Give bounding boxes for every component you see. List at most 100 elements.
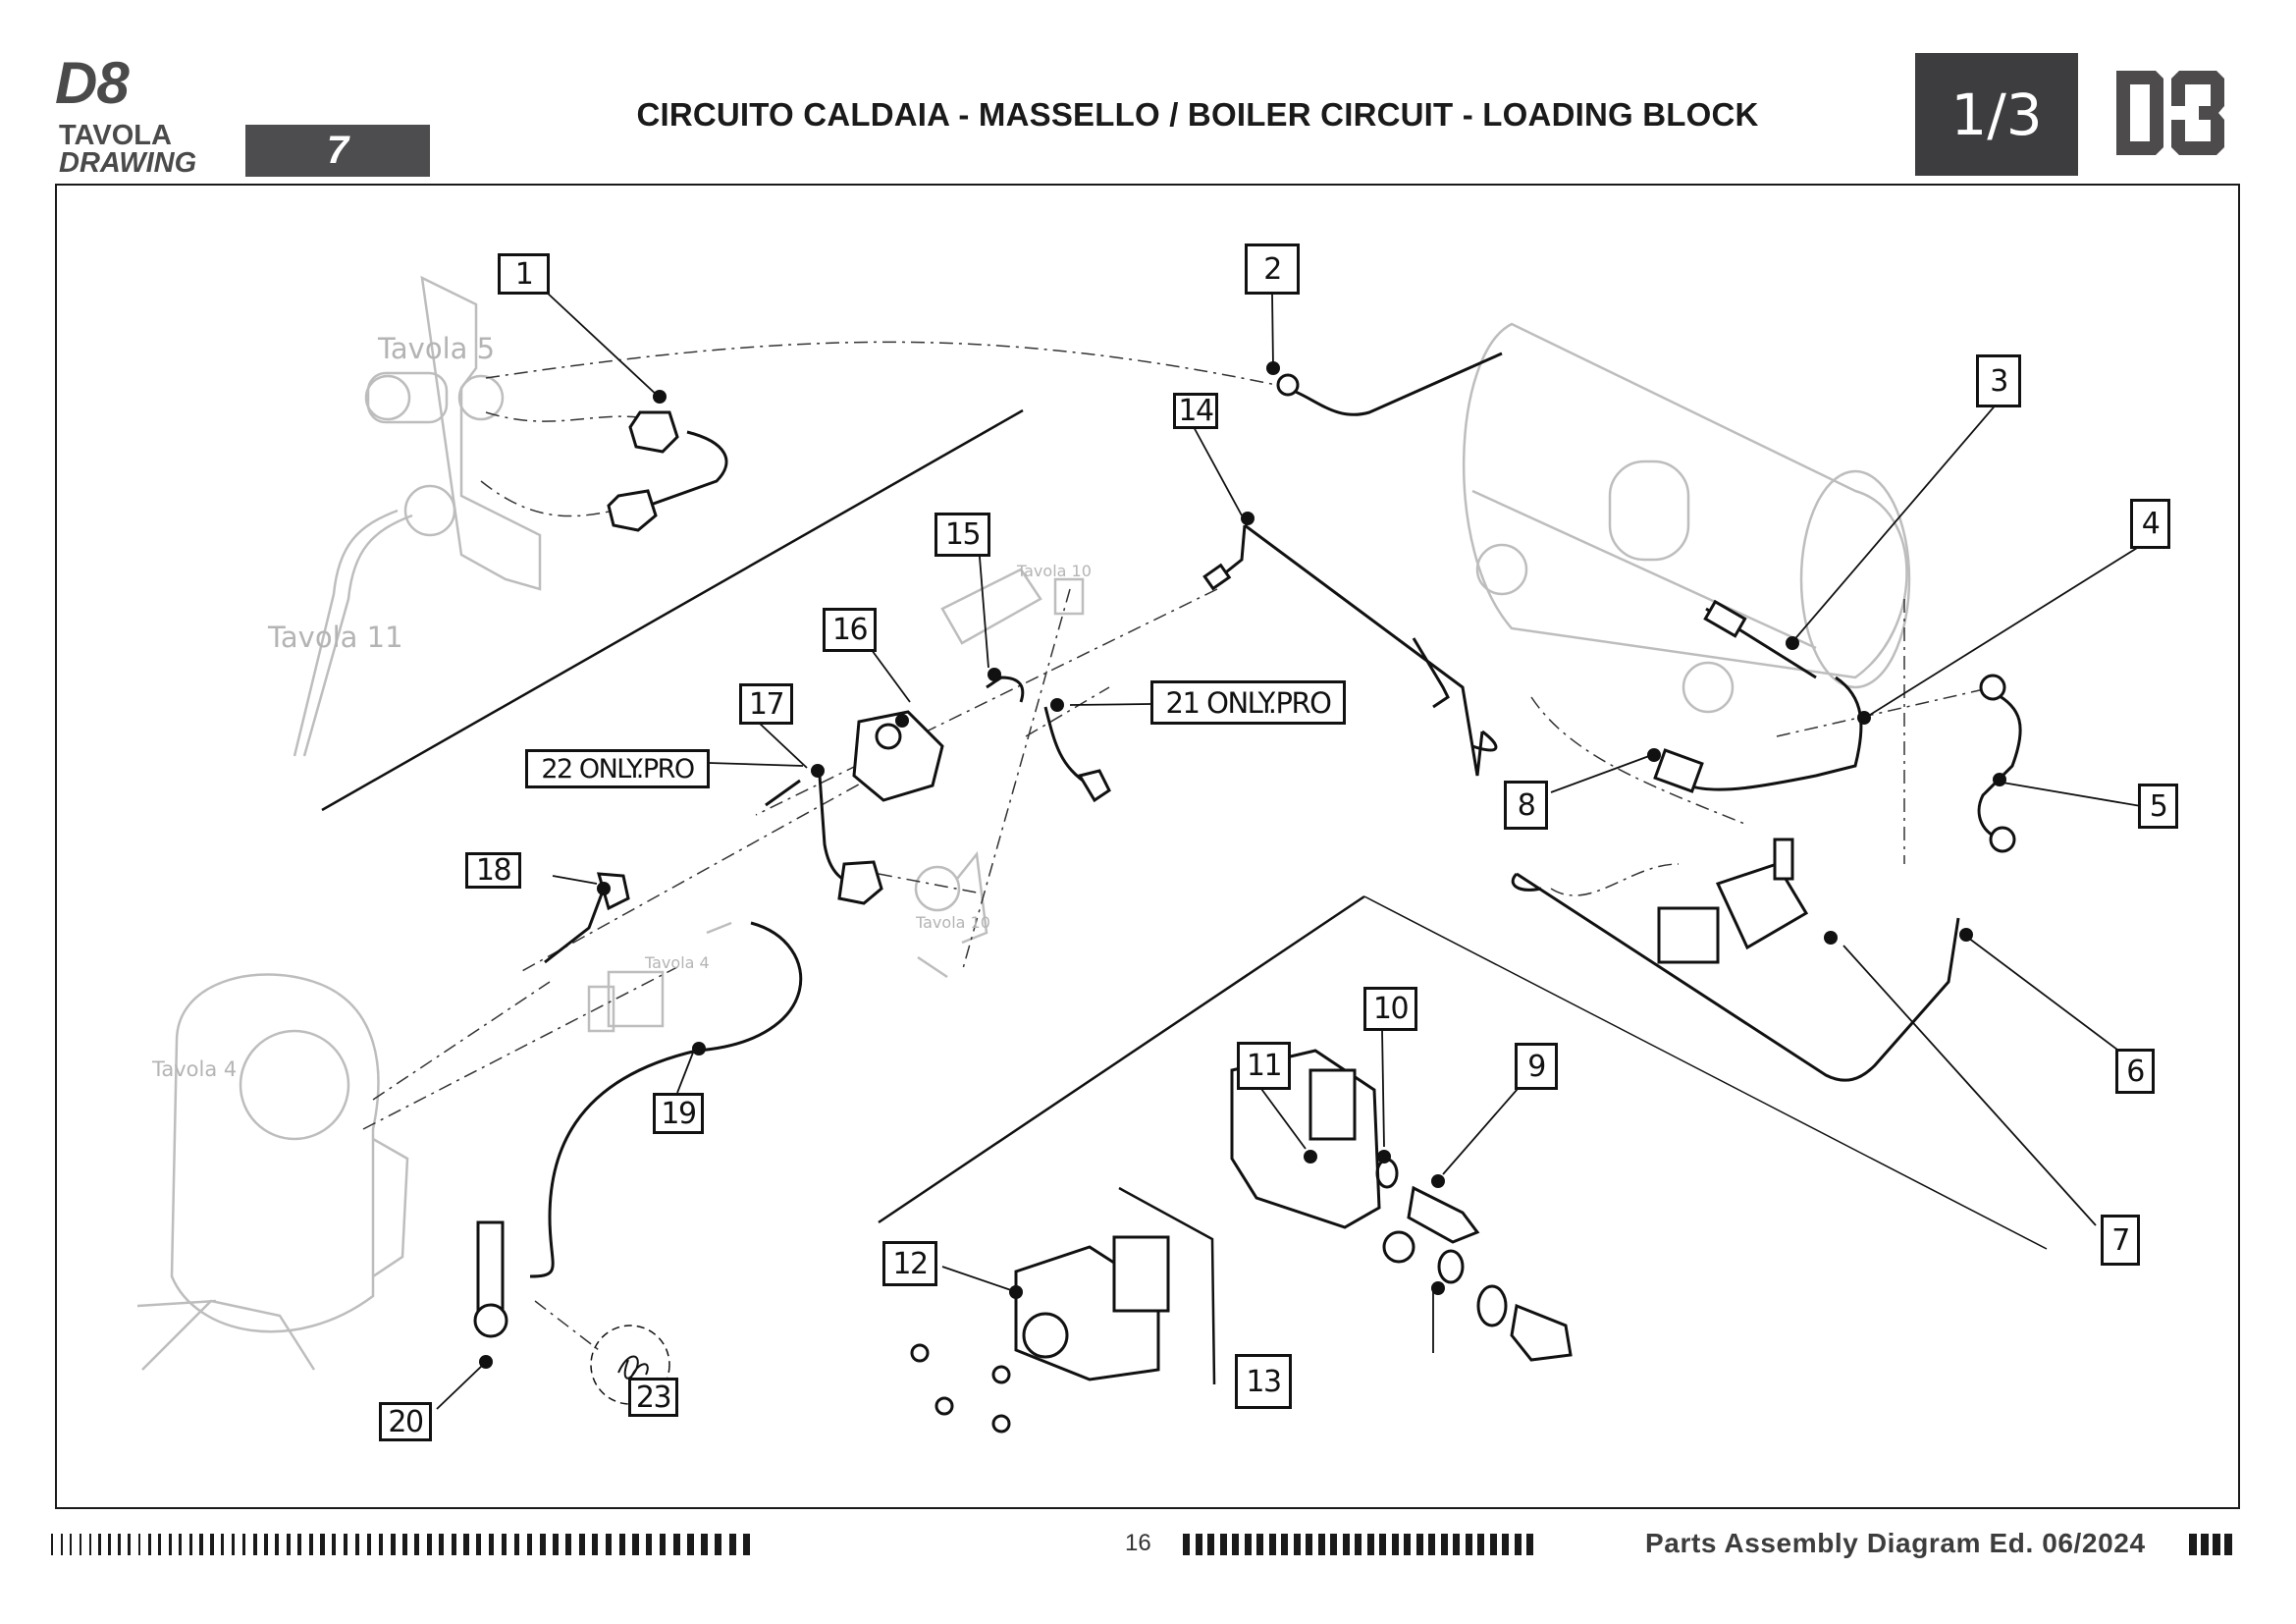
footer-bar xyxy=(2224,1534,2232,1555)
decorative-bars-right xyxy=(2189,1534,2236,1555)
footer-bar xyxy=(179,1534,183,1555)
callout-21-only-pro: 21 ONLY.PRO xyxy=(1150,680,1346,725)
primary-parts xyxy=(473,352,2022,1434)
callout-8: 8 xyxy=(1504,781,1548,830)
footer-bar xyxy=(128,1534,132,1555)
footer-bar xyxy=(743,1534,751,1555)
callout-3: 3 xyxy=(1976,354,2021,407)
drawing-number: 7 xyxy=(326,129,349,172)
footer-bar xyxy=(672,1534,680,1555)
footer-bar xyxy=(565,1534,572,1555)
footer-bar xyxy=(2213,1534,2220,1555)
leader-lines xyxy=(436,290,2151,1410)
assembly-dash-lines xyxy=(362,341,1994,1351)
footer-bar xyxy=(1415,1534,1423,1555)
footer-bar xyxy=(513,1534,520,1555)
footer-bar xyxy=(320,1534,325,1555)
callout-11: 11 xyxy=(1237,1042,1291,1090)
callout-19: 19 xyxy=(653,1093,704,1134)
footer-bar xyxy=(1453,1534,1460,1555)
d8-logo-icon xyxy=(2116,71,2224,155)
callout-20: 20 xyxy=(379,1402,432,1441)
footer-bar xyxy=(1355,1534,1362,1555)
footer-bar xyxy=(378,1534,384,1555)
footer-bar xyxy=(1219,1534,1227,1555)
footer-bar xyxy=(1330,1534,1337,1555)
footer-bar xyxy=(60,1534,63,1555)
callout-7: 7 xyxy=(2101,1215,2140,1266)
model-name: D8 xyxy=(55,50,130,116)
footer-bar xyxy=(1465,1534,1472,1555)
drawing-frame xyxy=(55,184,2240,1509)
ref-label-tavola-4-right: Tavola 4 xyxy=(645,953,710,972)
footer-bar xyxy=(188,1534,192,1555)
callout-13: 13 xyxy=(1235,1354,1292,1409)
footer-bar xyxy=(264,1534,268,1555)
footer-bar xyxy=(168,1534,172,1555)
footer-bar xyxy=(402,1534,407,1555)
footer-bar xyxy=(1342,1534,1350,1555)
drawing-label: DRAWING xyxy=(59,147,197,179)
footer-bar xyxy=(108,1534,111,1555)
footer-bar xyxy=(308,1534,313,1555)
footer-bar xyxy=(526,1534,533,1555)
footer-bar xyxy=(2189,1534,2197,1555)
footer-bar xyxy=(286,1534,291,1555)
footer-bar xyxy=(118,1534,121,1555)
footer-bar xyxy=(539,1534,546,1555)
ref-label-tavola-11: Tavola 11 xyxy=(268,621,403,654)
footer-bar xyxy=(1477,1534,1484,1555)
footer-bar xyxy=(199,1534,203,1555)
footer-bar xyxy=(1232,1534,1239,1555)
footer-bar xyxy=(147,1534,151,1555)
footer-bar xyxy=(701,1534,708,1555)
footer-bar xyxy=(618,1534,625,1555)
callout-18: 18 xyxy=(465,852,521,889)
footer-bar xyxy=(137,1534,141,1555)
footer-bar xyxy=(88,1534,91,1555)
callout-17: 17 xyxy=(739,683,793,725)
callout-12: 12 xyxy=(882,1241,937,1286)
footer-bar xyxy=(715,1534,722,1555)
footer-bar xyxy=(476,1534,482,1555)
footer-bar xyxy=(366,1534,372,1555)
footer-bar xyxy=(592,1534,599,1555)
callout-9: 9 xyxy=(1515,1043,1558,1090)
footer-bars-left xyxy=(51,1533,758,1556)
footer-bar xyxy=(275,1534,280,1555)
footer-bar xyxy=(390,1534,396,1555)
footer-bar xyxy=(1195,1534,1202,1555)
footer-bar xyxy=(1183,1534,1190,1555)
ref-label-tavola-10-bottom: Tavola 10 xyxy=(916,913,990,932)
footer-bar xyxy=(231,1534,236,1555)
footer-bar xyxy=(632,1534,639,1555)
ref-label-tavola-5: Tavola 5 xyxy=(378,332,496,365)
footer-bar xyxy=(1281,1534,1288,1555)
footer-bar xyxy=(439,1534,445,1555)
footer-bar xyxy=(79,1534,82,1555)
footer-bars-right xyxy=(2189,1533,2236,1556)
callout-6: 6 xyxy=(2115,1049,2155,1094)
footer-bars-middle xyxy=(1183,1533,1539,1556)
footer-bar xyxy=(297,1534,302,1555)
footer-bar xyxy=(221,1534,225,1555)
footer-edition-text: Parts Assembly Diagram Ed. 06/2024 xyxy=(1645,1528,2146,1558)
footer-bar xyxy=(553,1534,559,1555)
footer-bar xyxy=(343,1534,348,1555)
footer-bar xyxy=(1317,1534,1325,1555)
callout-15: 15 xyxy=(934,513,990,557)
callout-16: 16 xyxy=(823,608,877,652)
ref-label-tavola-4-left: Tavola 4 xyxy=(152,1057,238,1081)
footer-bar xyxy=(2201,1534,2209,1555)
footer-bar xyxy=(1268,1534,1276,1555)
section-divider-lines xyxy=(321,408,2048,1385)
ghost-reference-parts xyxy=(136,275,1911,1371)
footer-bar xyxy=(414,1534,420,1555)
footer-bar xyxy=(210,1534,214,1555)
decorative-bars-left xyxy=(51,1534,758,1555)
footer-bar xyxy=(1244,1534,1252,1555)
page-title: CIRCUITO CALDAIA - MASSELLO / BOILER CIR… xyxy=(636,96,1759,133)
footer-bar xyxy=(98,1534,101,1555)
decorative-bars-middle xyxy=(1183,1534,1539,1555)
